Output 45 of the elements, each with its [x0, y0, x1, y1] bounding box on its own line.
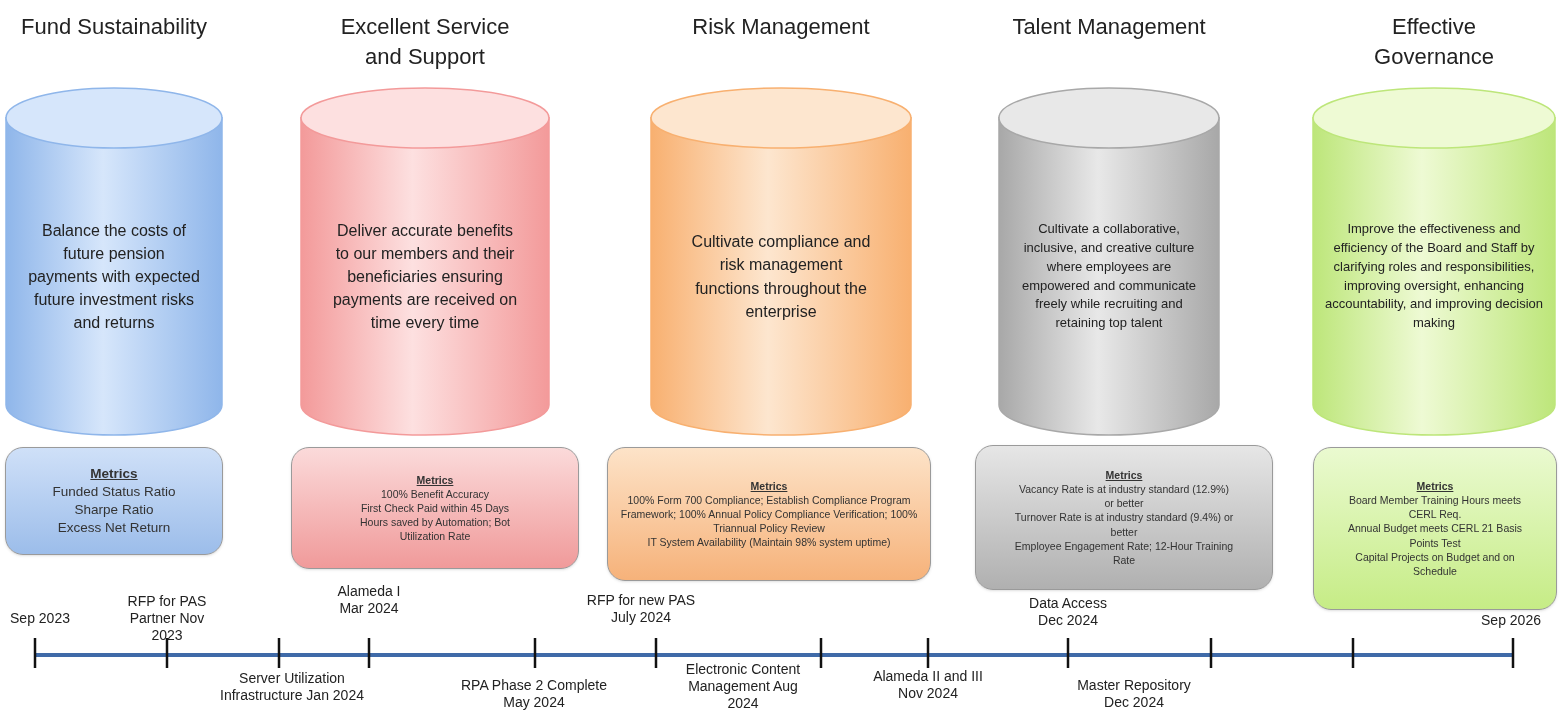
metrics-box: [5, 447, 223, 555]
timeline-milestone: Alameda II and III Nov 2024: [872, 668, 984, 702]
metrics-box: [1313, 447, 1557, 610]
metric-text: 100% Benefit Accuracy: [381, 486, 489, 501]
metric-text: Turnover Rate is at industry standard (9.4%) or better: [1014, 510, 1234, 539]
pillar-title: Effective Governance: [1373, 13, 1495, 71]
metrics-box: [291, 447, 579, 569]
pillar-title: Fund Sustainability: [20, 13, 208, 41]
pillar-description: Deliver accurate benefits to our members and their beneficiaries ensuring payments are received on time every time: [331, 220, 519, 334]
pillar-description: Balance the costs of future pension payments with expected future investment risks and returns: [27, 220, 201, 334]
timeline-milestone: Sep 2026: [1480, 612, 1542, 629]
metrics-heading: Metrics: [1105, 467, 1143, 483]
metric-text: Vacancy Rate is at industry standard (12.9%) or better: [1018, 482, 1230, 511]
metrics-heading: Metrics: [416, 472, 454, 487]
pillar-title: Talent Management: [1011, 13, 1207, 41]
metric-text: Annual Budget meets CERL 21 Basis Points Test: [1346, 521, 1524, 550]
metric-text: IT System Availability (Maintain 98% system uptime): [647, 535, 891, 550]
pillar-description: Improve the effectiveness and efficiency of the Board and Staff by clarifying roles and responsibilities, improving oversight, enhancing accountability, and improving decision making: [1324, 219, 1544, 333]
timeline-milestone: Electronic Content Management Aug 2024: [684, 661, 802, 712]
metric-text: Funded Status Ratio: [52, 482, 176, 501]
metric-text: Employee Engagement Rate; 12-Hour Training Rate: [1014, 538, 1234, 568]
timeline-milestone: Alameda I Mar 2024: [336, 583, 402, 617]
metric-text: Sharpe Ratio: [74, 501, 154, 519]
metrics-heading: Metrics: [90, 464, 138, 483]
timeline-milestone: Data Access Dec 2024: [1028, 595, 1108, 629]
pillar-description: Cultivate compliance and risk management functions throughout the enterprise: [691, 232, 871, 322]
timeline-milestone: Server Utilization Infrastructure Jan 2024: [219, 670, 365, 704]
metrics-heading: Metrics: [1416, 478, 1454, 494]
metrics-heading: Metrics: [750, 478, 788, 493]
metric-text: Excess Net Return: [57, 519, 171, 538]
pillar-title: Risk Management: [691, 13, 871, 41]
timeline-milestone: Master Repository Dec 2024: [1076, 677, 1192, 711]
pillar-title: Excellent Service and Support: [339, 13, 511, 71]
metric-text: First Check Paid within 45 Days: [360, 500, 510, 516]
timeline-milestone: RFP for new PAS July 2024: [585, 592, 697, 626]
timeline-milestone: Sep 2023: [9, 610, 71, 627]
metric-text: Board Member Training Hours meets CERL Req.: [1347, 493, 1523, 522]
metrics-box: [607, 447, 931, 581]
metrics-box: [975, 445, 1273, 590]
metric-text: 100% Form 700 Compliance; Establish Compliance Program Framework; 100% Annual Policy Compliance Verification; 100% Triannual Policy Review: [620, 492, 918, 536]
timeline-milestone: RFP for PAS Partner Nov 2023: [126, 593, 208, 644]
pillar-description: Cultivate a collaborative, inclusive, and creative culture where employees are empowered and communicate freely while recruiting and retaining top talent: [1020, 219, 1198, 333]
timeline-milestone: RPA Phase 2 Complete May 2024: [459, 677, 608, 711]
metric-text: Capital Projects on Budget and on Schedule: [1354, 549, 1516, 579]
metric-text: Hours saved by Automation; Bot Utilization Rate: [359, 515, 511, 544]
